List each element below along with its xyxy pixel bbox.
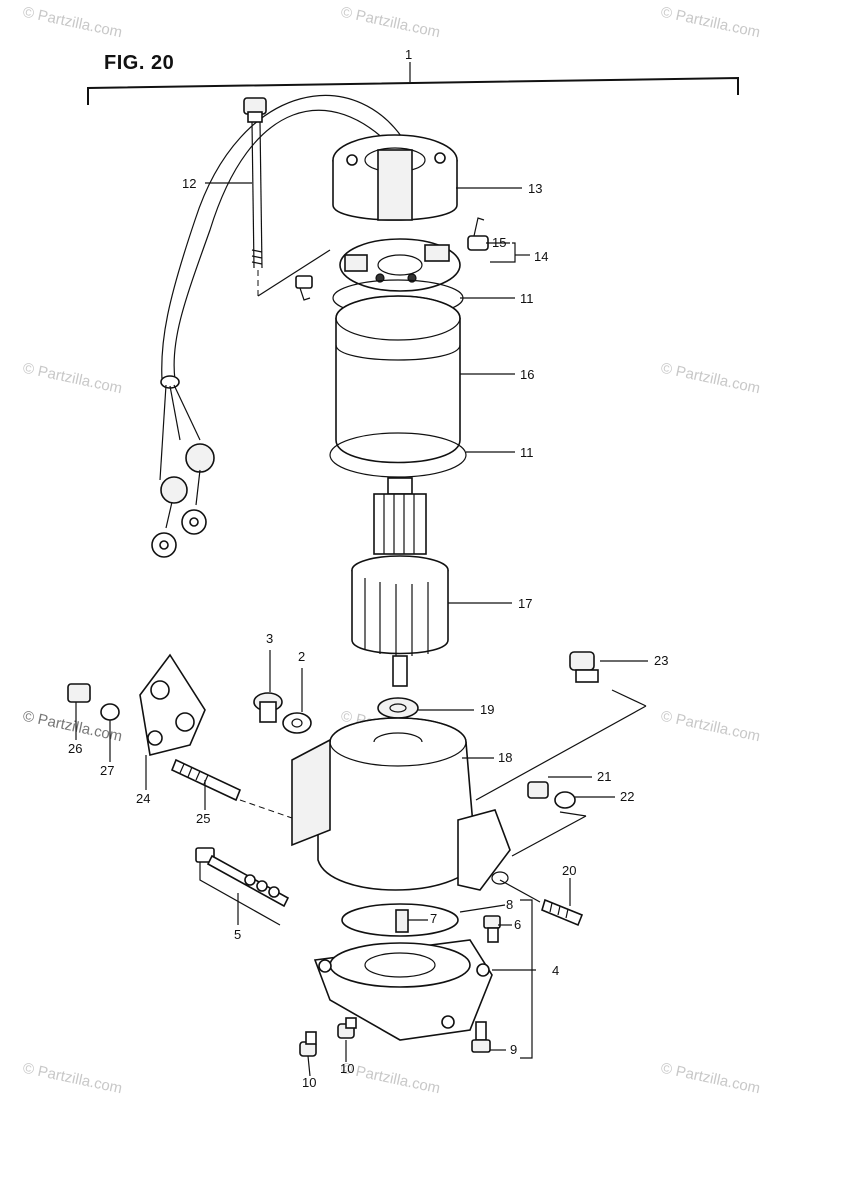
bearing [377,697,419,719]
callout-11-upper: 11 [520,291,534,306]
callout-22: 22 [620,789,635,804]
stud-bolt [499,879,584,927]
callout-26: 26 [68,741,83,756]
callout-11-lower: 11 [520,445,534,460]
leader-lines [75,182,648,1077]
callout-10-left: 10 [302,1075,317,1090]
figure-title: FIG. 20 [104,52,175,74]
callout-27: 27 [100,763,115,778]
motor-housing [291,717,511,891]
callout-2: 2 [298,649,306,664]
brush-clip [295,217,489,301]
wire-harness [151,94,411,558]
assembly-bracket [87,62,739,105]
callout-5: 5 [234,927,242,942]
callout-9: 9 [510,1042,518,1057]
callout-19: 19 [480,702,495,717]
mounting-bracket [67,653,206,756]
callout-7: 7 [430,911,438,926]
callout-17: 17 [518,596,533,611]
callout-25: 25 [196,811,211,826]
brush-plate [339,238,461,292]
small-screws [299,899,533,1059]
end-cap [332,134,458,221]
callout-4: 4 [552,963,560,978]
callout-10-right: 10 [340,1061,355,1076]
callout-15: 15 [492,235,507,250]
callout-16: 16 [520,367,535,382]
armature [351,477,449,687]
o-ring-lower [329,432,467,478]
callout-12: 12 [182,176,197,191]
callout-20: 20 [562,863,577,878]
callout-23: 23 [654,653,669,668]
callout-1: 1 [405,47,413,62]
callout-24: 24 [136,791,151,806]
callout-21: 21 [597,769,612,784]
stud-25 [170,758,293,819]
yoke-housing [335,295,461,464]
lower-cover [313,903,493,1041]
through-bolt [243,97,331,300]
adjust-screw [195,847,290,926]
callout-14: 14 [534,249,549,264]
washer-set [253,692,312,734]
nut-and-washer [511,781,587,857]
callout-8: 8 [506,897,514,912]
callout-3: 3 [266,631,274,646]
callout-18: 18 [498,750,513,765]
callout-6: 6 [514,917,522,932]
callout-13: 13 [528,181,543,196]
banjo-bolt [475,651,647,801]
